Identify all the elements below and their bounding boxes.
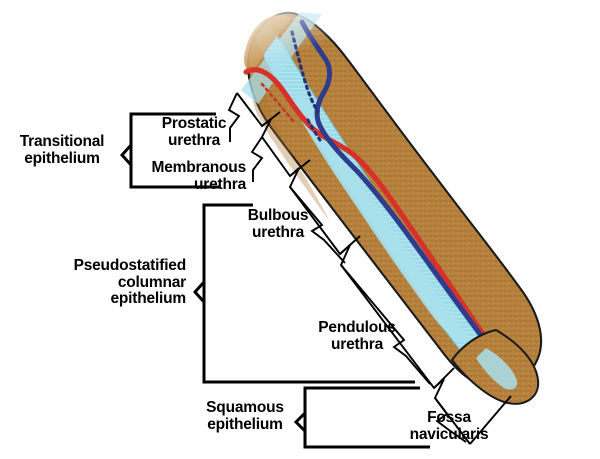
pointer-fossa-tail bbox=[469, 395, 512, 445]
bracket-transitional-lower bbox=[129, 165, 221, 189]
pointer-pendulous bbox=[340, 264, 431, 385]
label-squamous-epithelium: Squamous epithelium bbox=[206, 399, 284, 433]
tick-prostatic-membranous bbox=[261, 111, 281, 127]
label-membranous-urethra: Membranous urethra bbox=[151, 159, 247, 193]
leader-line-diagonal bbox=[236, 92, 471, 445]
label-transitional-epithelium: Transitional epithelium bbox=[19, 133, 105, 167]
bracket-squamous-upper bbox=[293, 386, 420, 435]
label-pseudostatified-epithelium: Pseudostatified columnar epithelium bbox=[73, 257, 187, 308]
cut-edge-fade bbox=[228, 0, 338, 80]
tick-pendulous-fossa bbox=[433, 367, 455, 389]
label-bulbous-urethra: Bulbous urethra bbox=[247, 207, 309, 241]
pointer-fossa bbox=[434, 397, 467, 443]
pointer-membranous bbox=[250, 136, 264, 182]
label-prostatic-urethra: Prostatic urethra bbox=[161, 115, 227, 149]
dorsal-artery-red bbox=[243, 67, 499, 355]
bracket-pseudostatified-lower bbox=[202, 302, 415, 384]
glans-penis-tip bbox=[451, 329, 540, 405]
tick-membranous-bulbous bbox=[289, 159, 311, 177]
label-fossa-navicularis: Fossa navicularis bbox=[409, 409, 489, 443]
bracket-squamous-lower bbox=[303, 431, 430, 449]
tick-bulbous-pendulous bbox=[339, 235, 361, 255]
pointer-prostatic bbox=[227, 92, 241, 142]
pointer-bulbous bbox=[289, 186, 346, 264]
label-pendulous-urethra: Pendulous urethra bbox=[318, 319, 396, 353]
